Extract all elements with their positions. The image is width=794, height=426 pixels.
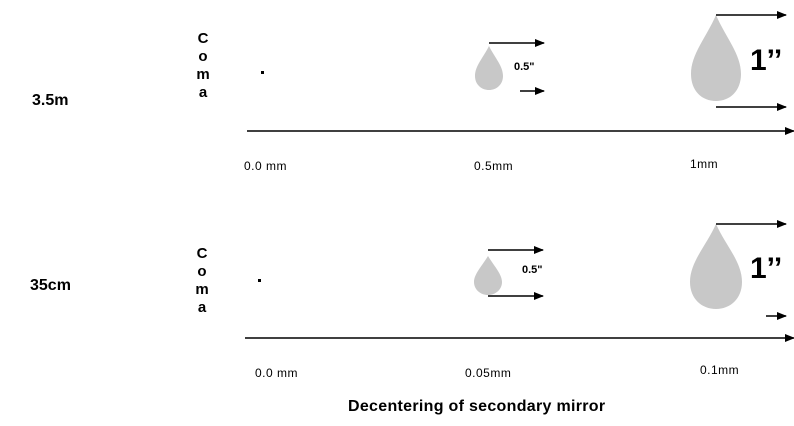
coma-letter: C <box>196 245 208 262</box>
big-scale-label: 1’’ <box>750 44 783 77</box>
row-label: 3.5m <box>32 92 69 109</box>
big-scale-label: 1’’ <box>750 252 783 285</box>
coma-letter: o <box>197 263 207 280</box>
small-coma-drop <box>475 46 503 90</box>
point-image-dot <box>258 279 261 282</box>
coma-letter: o <box>198 48 208 65</box>
coma-vertical-label: C o m a <box>195 245 209 317</box>
tick-label: 0.05mm <box>465 366 512 380</box>
large-coma-drop <box>690 224 742 309</box>
figure-caption: Decentering of secondary mirror <box>348 398 606 415</box>
coma-letter: a <box>197 299 207 316</box>
coma-letter: a <box>198 84 208 101</box>
tick-label: 0.1mm <box>700 363 740 377</box>
coma-letter: C <box>197 30 209 47</box>
point-image-dot <box>261 71 264 74</box>
tick-label: 1mm <box>690 157 719 171</box>
tick-label: 0.5mm <box>474 159 514 173</box>
large-coma-drop <box>691 15 741 101</box>
row-label: 35cm <box>30 277 71 294</box>
small-scale-label: 0.5" <box>514 61 535 73</box>
tick-label: 0.0 mm <box>255 366 299 380</box>
tick-label: 0.0 mm <box>244 159 288 173</box>
coma-vertical-label: C o m a <box>196 30 210 102</box>
small-coma-drop <box>474 256 502 295</box>
coma-letter: m <box>196 66 210 83</box>
coma-letter: m <box>195 281 209 298</box>
small-scale-label: 0.5" <box>522 264 543 276</box>
